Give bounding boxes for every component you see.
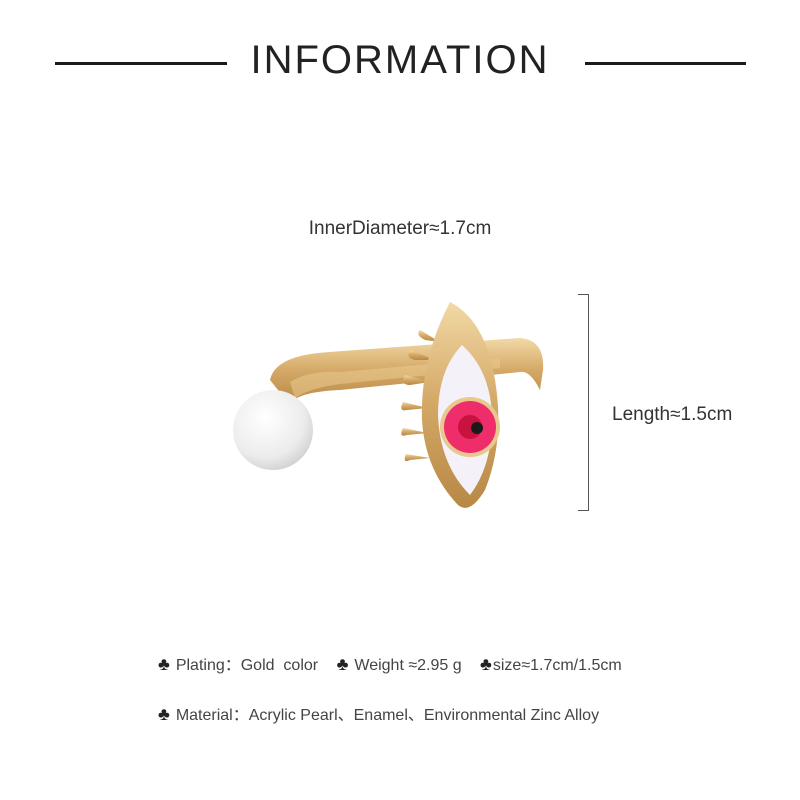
page-title: INFORMATION [250, 38, 550, 82]
spec-plating: ♣ Plating：Gold color [158, 651, 318, 675]
spec-size: ♣size≈1.7cm/1.5cm [480, 654, 622, 675]
pearl [233, 390, 313, 470]
inner-diameter-label: InnerDiameter≈1.7cm [308, 218, 492, 239]
ring-product-image [233, 302, 544, 508]
size-text: size≈1.7cm/1.5cm [492, 657, 622, 674]
club-icon: ♣ [158, 704, 170, 724]
specs-row-1: ♣Plating：Gold color ♣Weight ≈2.95 g ♣siz… [158, 651, 636, 675]
spec-material: ♣ Material：Acrylic Pearl、Enamel、Environme… [158, 701, 599, 725]
eyelashes [401, 330, 440, 462]
length-label: Length≈1.5cm [612, 404, 733, 425]
weight-text: Weight ≈2.95 g [354, 657, 462, 674]
material-text: Material：Acrylic Pearl、Enamel、Environmen… [175, 707, 600, 724]
plating-text: Plating：Gold color [175, 657, 319, 674]
club-icon: ♣ [158, 654, 170, 674]
length-bracket [578, 294, 589, 511]
specs-row-2: ♣ Material：Acrylic Pearl、Enamel、Environme… [158, 701, 613, 725]
club-icon: ♣ [480, 654, 492, 674]
club-icon: ♣ [336, 654, 349, 674]
pupil [471, 422, 483, 434]
header-divider-right [585, 62, 746, 65]
spec-weight: ♣ Weight ≈2.95 g [337, 654, 462, 675]
header-divider-left [55, 62, 227, 65]
